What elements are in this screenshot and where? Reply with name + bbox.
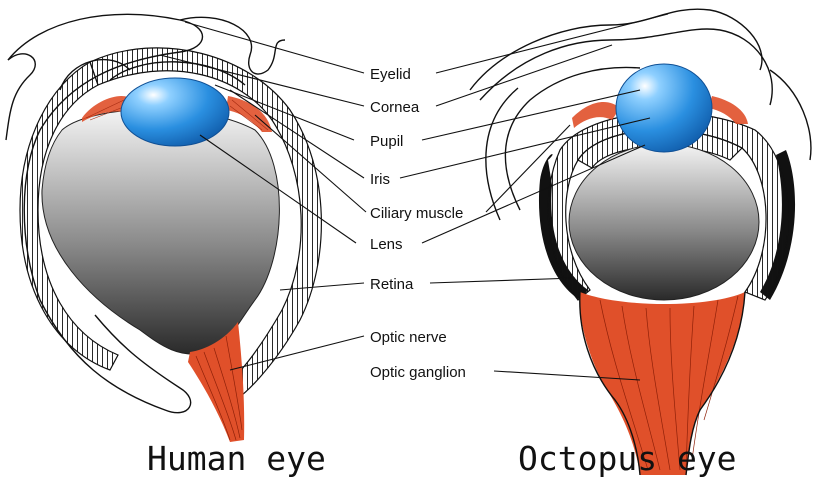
octopus-optic-ganglion [579,292,745,475]
label-cornea: Cornea [370,99,420,116]
label-pupil: Pupil [370,133,403,150]
human-lens [120,77,230,147]
label-eyelid: Eyelid [370,66,411,83]
label-optic-ganglion: Optic ganglion [370,364,466,381]
part-labels: Eyelid Cornea Pupil Iris Ciliary muscle … [370,66,466,381]
octopus-eye-figure [469,8,812,476]
human-eyeball [41,108,280,355]
title-human-eye: Human eye [147,439,326,478]
octopus-eyeball [568,143,760,301]
title-octopus-eye: Octopus eye [518,439,737,478]
label-retina: Retina [370,276,414,293]
octopus-sclera [547,111,789,301]
octopus-lens [615,63,713,153]
human-cornea [109,61,246,86]
figure-titles: Human eye Octopus eye [147,439,737,478]
label-optic-nerve: Optic nerve [370,329,447,346]
label-iris: Iris [370,171,390,188]
octopus-eyelid [469,8,763,91]
human-eye-figure [5,13,322,442]
human-optic-nerve [188,322,245,442]
label-lens: Lens [370,236,403,253]
label-ciliary-muscle: Ciliary muscle [370,205,463,222]
octopus-ciliary-muscle [572,102,620,128]
leader-lines [159,13,669,381]
